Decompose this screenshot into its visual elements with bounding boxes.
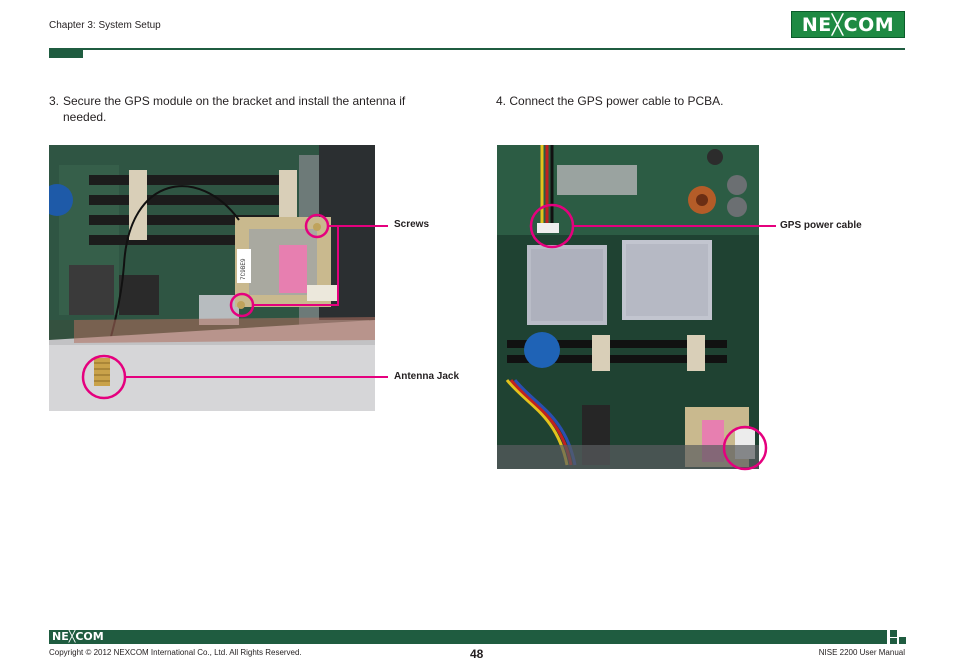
page-number: 48 xyxy=(470,647,484,661)
step-text: Connect the GPS power cable to PCBA. xyxy=(509,94,724,108)
antenna-jack-highlight-circle xyxy=(81,354,127,400)
step-3-instruction: 3.Secure the GPS module on the bracket a… xyxy=(49,93,429,125)
step-4-instruction: 4. Connect the GPS power cable to PCBA. xyxy=(496,93,723,109)
step-text-line1: Secure the GPS module on the bracket and… xyxy=(63,94,406,108)
screws-leader-line xyxy=(253,226,339,306)
gps-power-cable-label: GPS power cable xyxy=(780,220,862,231)
step-number: 3. xyxy=(49,94,60,108)
screws-label: Screws xyxy=(394,219,430,230)
footer-logo: NE╳COM xyxy=(52,630,104,643)
antenna-jack-label: Antenna Jack xyxy=(394,371,460,382)
module-label: 7C9BE9 xyxy=(240,258,247,280)
step-number: 4. xyxy=(496,94,507,108)
copyright-text: Copyright © 2012 NEXCOM International Co… xyxy=(49,648,302,657)
connector-highlight-circle xyxy=(722,425,768,471)
chapter-title: Chapter 3: System Setup xyxy=(49,20,161,31)
manual-title: NISE 2200 User Manual xyxy=(818,648,905,657)
header-tab xyxy=(49,48,83,58)
nexcom-logo: NE╳COM xyxy=(791,11,905,38)
footer-bar xyxy=(49,630,887,644)
header-rule xyxy=(49,48,905,50)
power-cable-highlight-circle xyxy=(529,203,575,249)
screw-highlight-circle xyxy=(229,292,255,318)
gps-module-photo: 7C9BE9 xyxy=(49,145,375,411)
logo-text: NE╳COM xyxy=(801,13,895,36)
screw-highlight-circle xyxy=(304,213,330,239)
footer-squares-icon xyxy=(890,630,906,644)
step-text-line2: needed. xyxy=(63,110,107,124)
gps-power-cable-photo xyxy=(497,145,759,469)
